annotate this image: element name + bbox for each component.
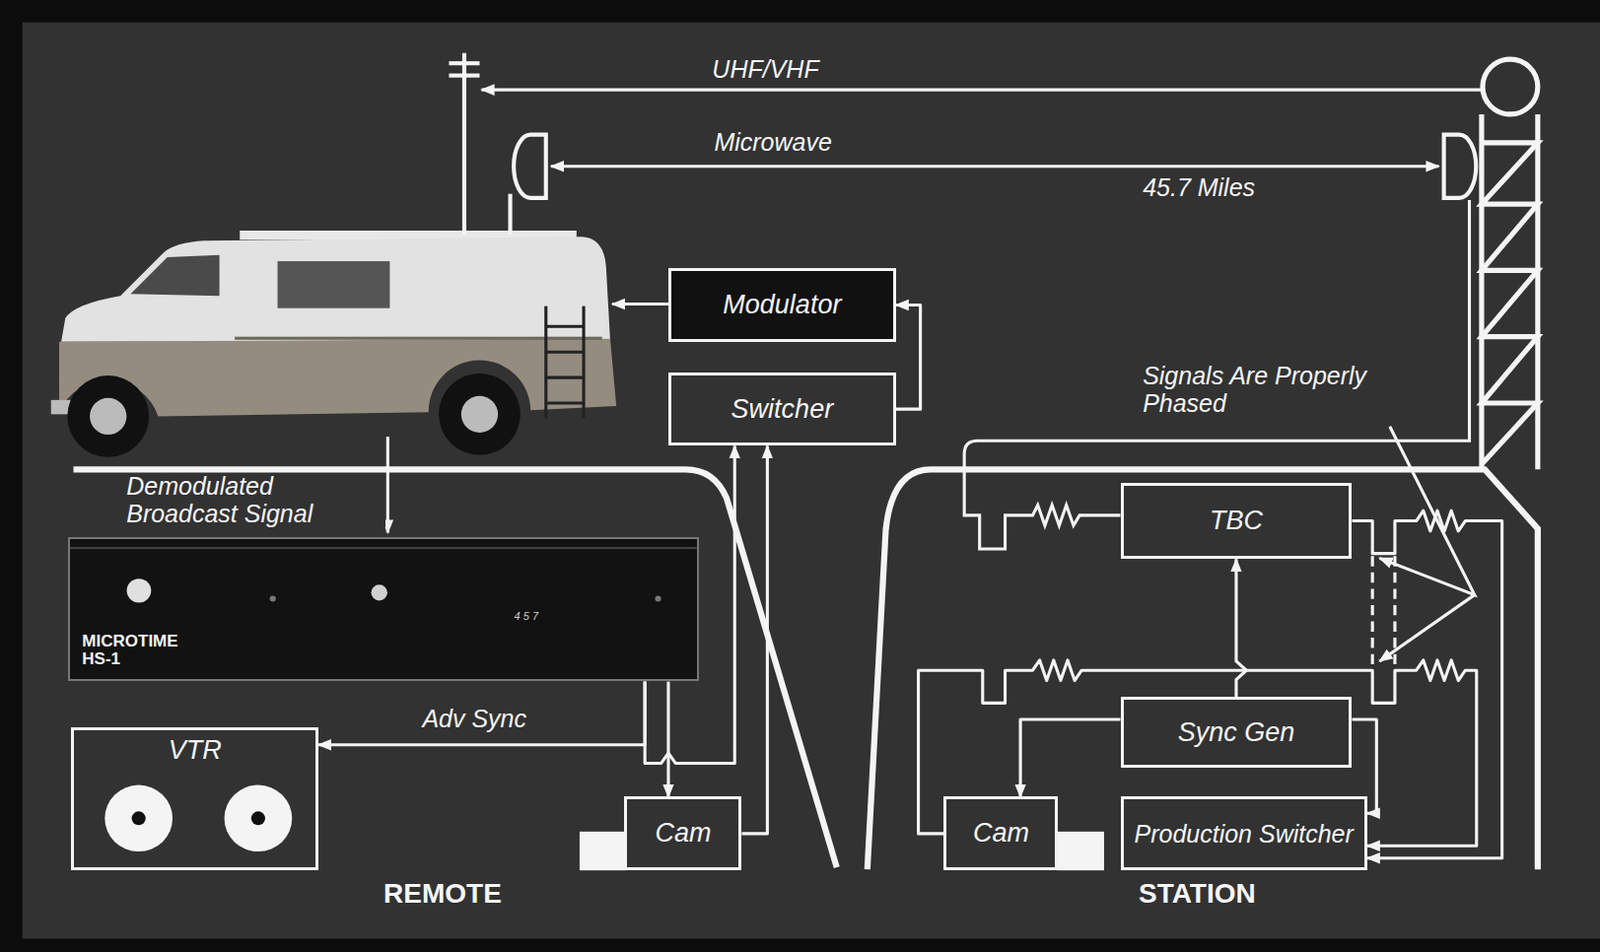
camera-base (579, 832, 627, 871)
note-label: Signals Are Properly Phased (1138, 362, 1402, 418)
sync-unit-panel: MICROTIMEHS-1 (68, 537, 699, 682)
signal-connector (318, 682, 645, 746)
box-label: Modulator (722, 290, 841, 319)
signal-connector (666, 682, 670, 798)
vtr-box: VTR (70, 727, 318, 871)
box-label: Switcher (731, 395, 835, 423)
signal-connector (1020, 719, 1120, 798)
box-label: HS-1 (81, 650, 121, 669)
box-label: Cam (654, 819, 711, 847)
production-switcher-box: Production Switcher (1120, 796, 1368, 871)
edge-label: Adv Sync (417, 705, 531, 734)
box-label: VTR (168, 736, 222, 765)
box-label: Production Switcher (1134, 821, 1354, 847)
signal-label: Demodulated Broadcast Signal (122, 473, 386, 528)
modulator-box: Modulator (668, 268, 897, 343)
remote-van (51, 230, 617, 458)
band-label: UHF/VHF (707, 56, 823, 84)
sync-generator-box: Sync Gen (1120, 696, 1353, 768)
panel-controls (69, 539, 697, 680)
camera-base (1056, 832, 1105, 871)
signal-connector (1236, 558, 1247, 697)
station-tower (1481, 59, 1538, 470)
panel-digits: 4 5 7 (510, 610, 543, 623)
area-label: REMOTE (379, 879, 506, 910)
camera-box: Cam (943, 796, 1058, 871)
area-label: STATION (1134, 879, 1260, 910)
box-label: Sync Gen (1178, 718, 1296, 747)
distance-label: 45.7 Miles (1138, 174, 1259, 203)
box-label: TBC (1209, 506, 1263, 535)
box-label: Cam (973, 819, 1030, 847)
link-label: Microwave (709, 129, 835, 157)
signal-connector (896, 305, 921, 411)
box-label: MICROTIME (81, 632, 178, 651)
antennas (448, 53, 1476, 235)
switcher-box: Switcher (668, 372, 897, 447)
signal-connector (741, 445, 767, 834)
tbc-box: TBC (1120, 483, 1353, 560)
camera-box: Cam (624, 796, 742, 871)
signal-connector (1351, 510, 1502, 859)
background-panel (22, 22, 1600, 940)
